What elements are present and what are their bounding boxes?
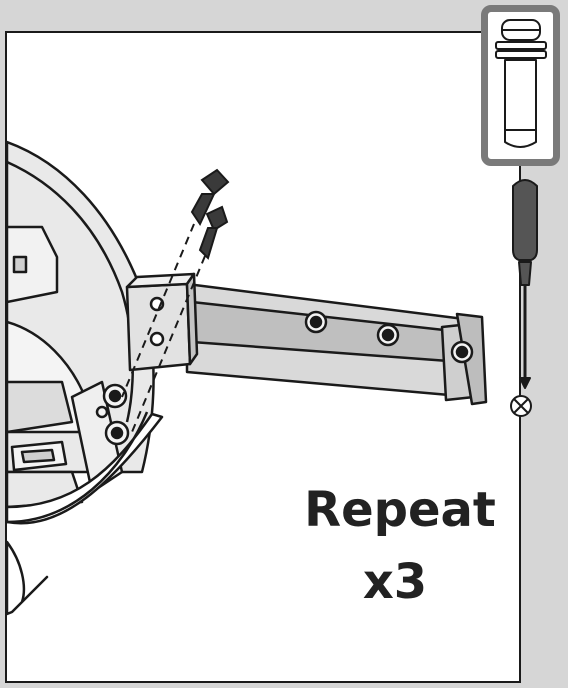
hex-bolt-upper	[190, 168, 230, 227]
chair-base-hub	[7, 140, 164, 616]
repeat-label: Repeat	[304, 482, 496, 538]
alignment-lines	[121, 223, 206, 433]
screw-part-callout	[481, 5, 560, 166]
screw-icon	[495, 19, 547, 148]
hex-bolt-lower	[198, 205, 229, 260]
assembly-illustration	[7, 140, 488, 616]
repeat-count-label: x3	[362, 554, 428, 610]
phillips-head-icon	[510, 395, 532, 417]
bracket-arm	[125, 272, 488, 406]
illustration-panel	[5, 31, 521, 683]
